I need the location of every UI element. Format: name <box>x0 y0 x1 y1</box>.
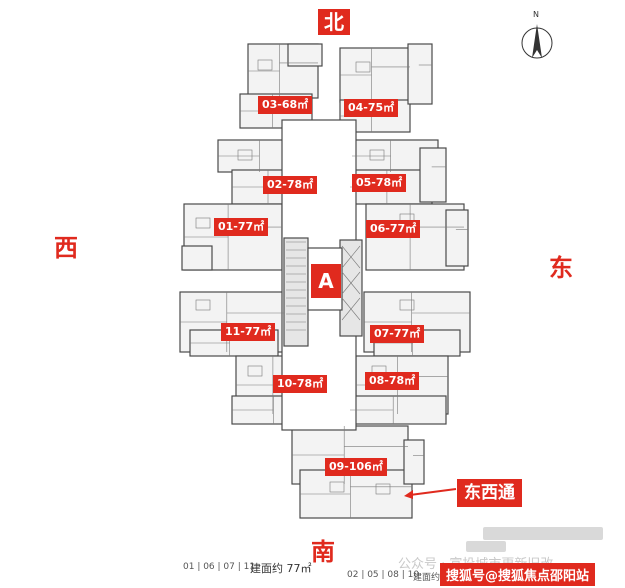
footer-left-area: 建面约 77㎡ <box>250 562 312 575</box>
unit-label-02: 02-78㎡ <box>263 176 318 194</box>
red-watermark: 搜狐号@搜狐焦点邵阳站 <box>440 563 596 586</box>
elevator-mark <box>341 245 361 269</box>
unit-block <box>181 245 213 271</box>
footer-right-area: 建面约 <box>413 573 441 583</box>
unit-label-07: 07-77㎡ <box>370 325 425 343</box>
south-label: 南 <box>311 538 335 566</box>
furniture-bed <box>237 149 253 161</box>
furniture-bed <box>369 149 385 161</box>
core-label: A <box>311 264 341 298</box>
unit-label-11: 11-77㎡ <box>221 323 276 341</box>
furniture-bed <box>195 217 211 229</box>
north-label: 北 <box>318 9 350 35</box>
unit-label-08: 08-78㎡ <box>365 372 420 390</box>
east-label: 东 <box>549 254 573 282</box>
callout-arrow-icon <box>404 488 457 499</box>
blurred-region <box>483 527 603 540</box>
unit-label-05: 05-78㎡ <box>352 174 407 192</box>
compass-icon <box>521 24 553 59</box>
unit-label-01: 01-77㎡ <box>214 218 269 236</box>
unit-label-03: 03-68㎡ <box>258 96 313 114</box>
east-west-callout: 东西通 <box>457 479 522 507</box>
elevator-mark <box>341 271 361 295</box>
furniture-bed <box>329 481 345 493</box>
unit-label-10: 10-78㎡ <box>273 375 328 393</box>
furniture-bed <box>195 299 211 311</box>
furniture-bed <box>375 483 391 495</box>
elevator-mark <box>341 297 361 321</box>
footer-right-units: 02 | 05 | 08 | 10 <box>347 570 420 580</box>
unit-label-09: 09-106㎡ <box>325 458 387 476</box>
unit-block <box>407 43 433 105</box>
compass-north-letter: N <box>533 10 539 19</box>
footer-left-units: 01 | 06 | 07 | 11 <box>183 562 256 572</box>
west-label: 西 <box>54 234 78 262</box>
unit-block <box>287 43 323 67</box>
unit-block <box>419 147 447 203</box>
unit-label-04: 04-75㎡ <box>344 99 399 117</box>
unit-block <box>403 439 425 485</box>
stair-core <box>283 237 309 347</box>
unit-block <box>445 209 469 267</box>
furniture-bed <box>399 299 415 311</box>
furniture-bed <box>355 61 371 73</box>
elevator-core <box>339 239 363 337</box>
furniture-bed <box>257 59 273 71</box>
unit-label-06: 06-77㎡ <box>366 220 421 238</box>
furniture-bed <box>247 365 263 377</box>
blurred-region <box>466 541 506 552</box>
